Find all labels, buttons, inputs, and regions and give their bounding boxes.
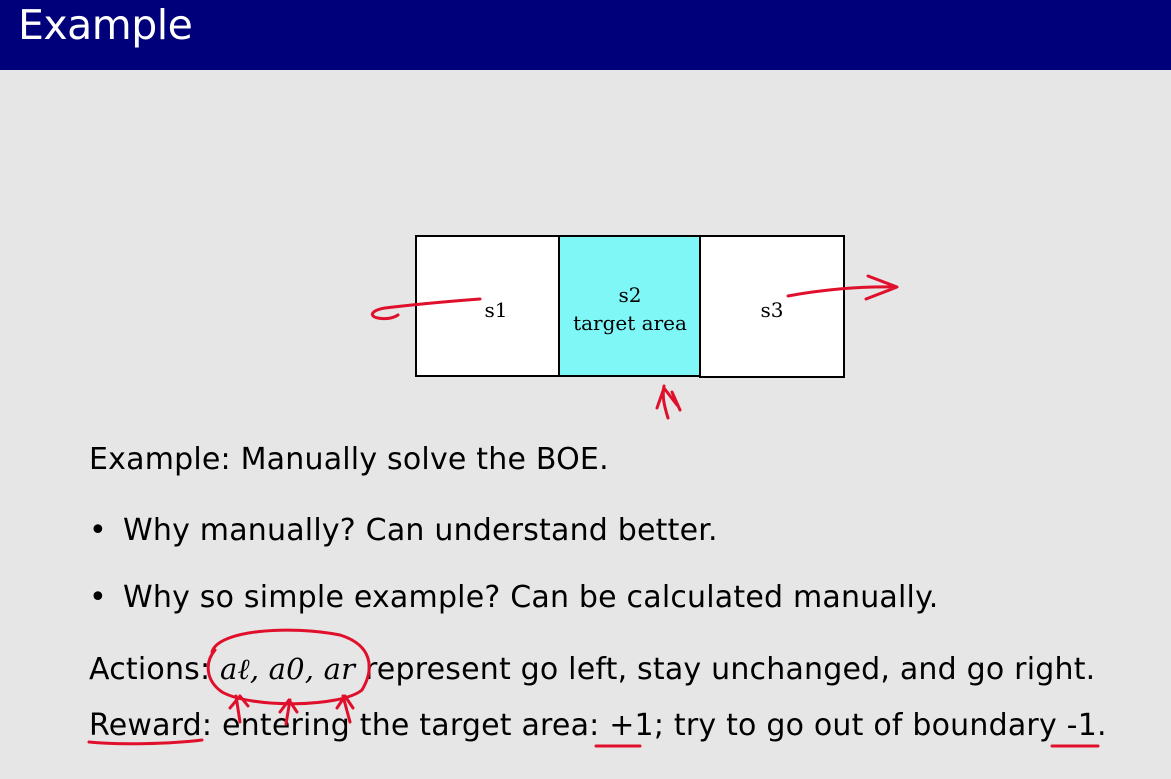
page-title: Example [18, 1, 193, 49]
bullet-item: • Why so simple example? Can be calculate… [89, 580, 939, 615]
reward-minus-one: -1. [1066, 708, 1107, 743]
reward-text-target: entering the target area: [221, 708, 600, 743]
reward-line: Reward: entering the target area: +1; tr… [89, 708, 1107, 743]
reward-text-boundary: ; try to go out of boundary [653, 708, 1057, 743]
reward-plus-one: +1 [609, 708, 654, 743]
state-label-s1: s1 [484, 298, 508, 322]
state-cell-s2: s2 target area [558, 235, 702, 377]
action-symbols: aℓ, a0, ar [220, 652, 356, 686]
title-bar: Example [0, 0, 1171, 70]
stay-arrow-annotation [655, 384, 682, 420]
bullet-icon: • [89, 513, 107, 548]
intro-text: Example: Manually solve the BOE. [89, 442, 609, 477]
actions-label: Actions: [89, 652, 211, 687]
bullet-item: • Why manually? Can understand better. [89, 513, 718, 548]
state-label-s3: s3 [760, 298, 784, 322]
state-cell-s3: s3 [699, 235, 845, 378]
bullet-text: Why so simple example? Can be calculated… [123, 580, 939, 615]
bullet-text: Why manually? Can understand better. [123, 513, 718, 548]
bullet-icon: • [89, 580, 107, 615]
actions-description: represent go left, stay unchanged, and g… [364, 652, 1096, 687]
target-area-label: target area [573, 311, 687, 335]
state-label-s2: s2 [618, 283, 642, 307]
state-cell-s1: s1 [415, 235, 561, 377]
reward-label: Reward: [89, 708, 213, 743]
actions-line: Actions: aℓ, a0, ar represent go left, s… [89, 652, 1095, 687]
